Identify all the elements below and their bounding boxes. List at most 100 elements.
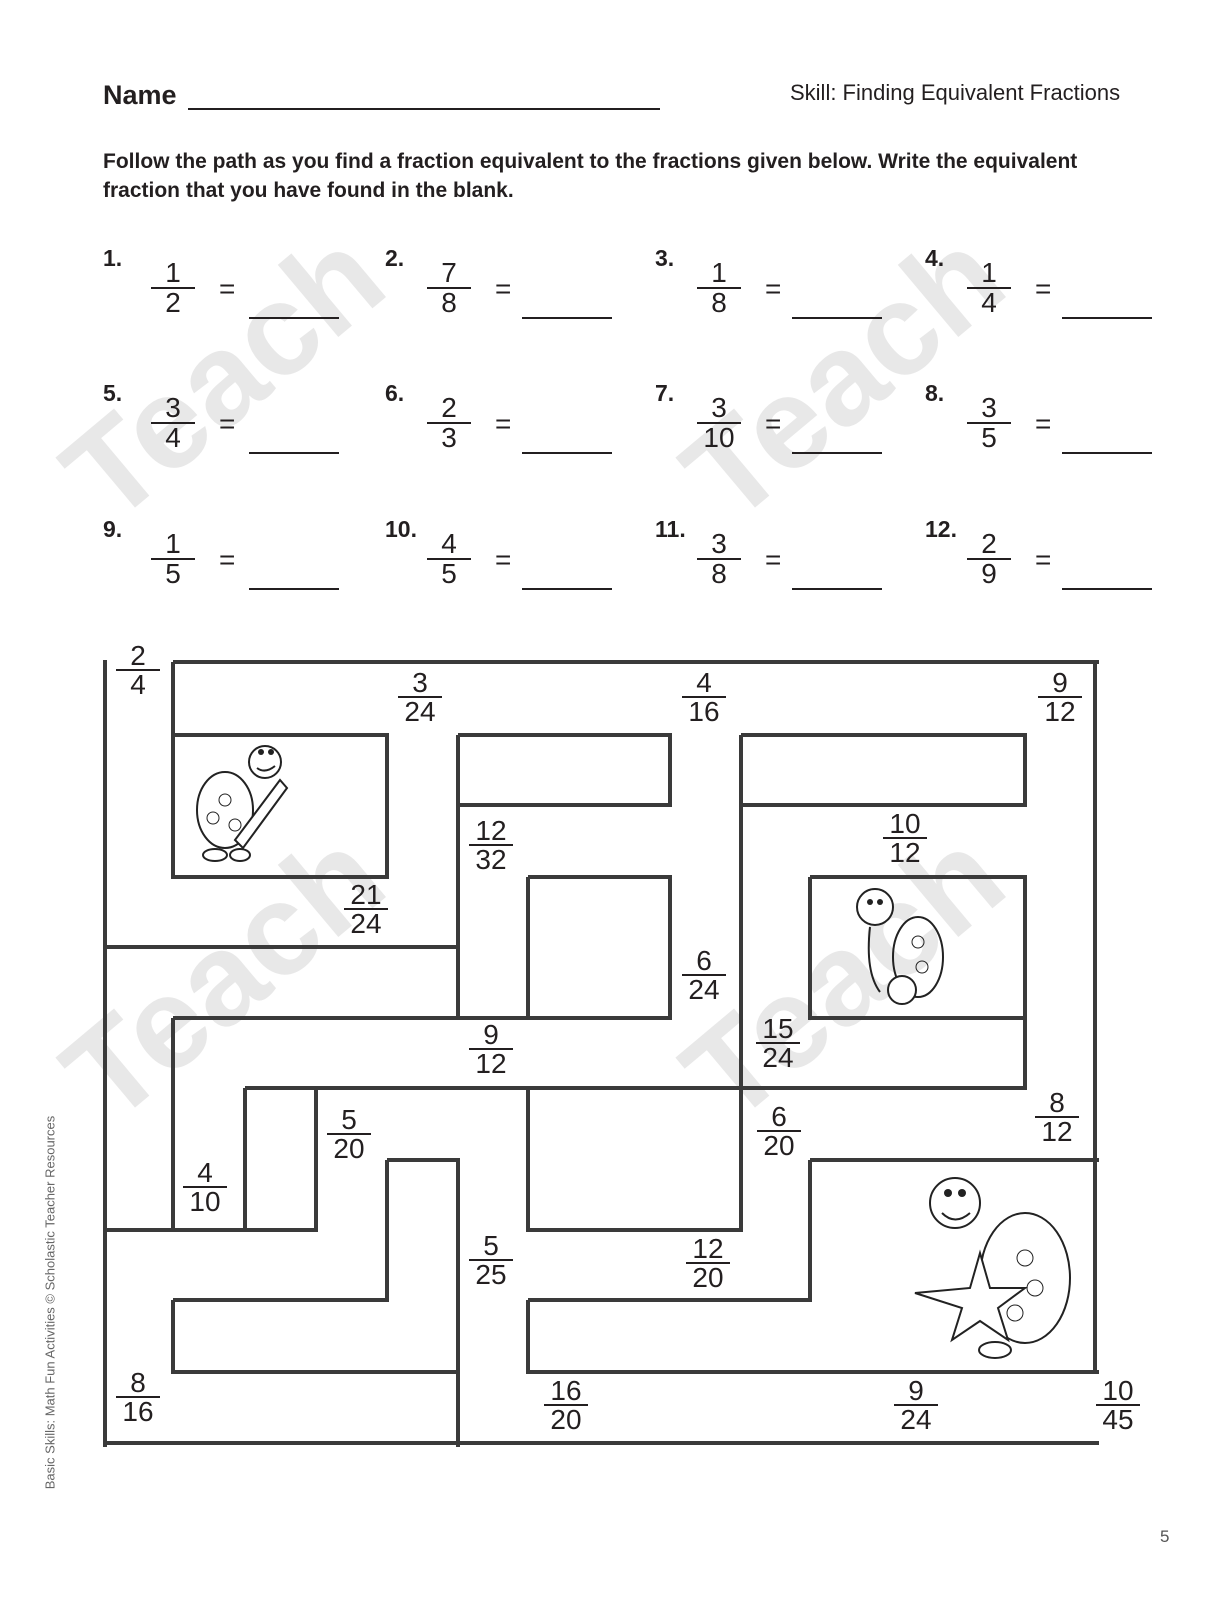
- maze-wall: [668, 877, 672, 1020]
- numerator: 9: [483, 1019, 499, 1050]
- fraction-bar: [427, 422, 471, 424]
- answer-blank[interactable]: [1062, 426, 1152, 454]
- problem-number: 4.: [925, 245, 945, 271]
- name-field[interactable]: [188, 108, 660, 110]
- instructions: Follow the path as you find a fraction e…: [103, 150, 1078, 202]
- denominator: 32: [475, 844, 507, 875]
- turtle-thinking-illustration: [856, 888, 944, 1005]
- answer-blank[interactable]: [1062, 562, 1152, 590]
- answer-blank[interactable]: [792, 562, 882, 590]
- numerator: 3: [711, 528, 727, 559]
- equals-sign: =: [495, 273, 512, 304]
- answer-blank[interactable]: [792, 426, 882, 454]
- answer-blank[interactable]: [249, 562, 339, 590]
- numerator: 1: [711, 257, 727, 288]
- maze-wall: [741, 733, 1027, 737]
- maze-wall: [105, 1441, 1099, 1445]
- answer-blank[interactable]: [522, 291, 612, 319]
- numerator: 10: [889, 808, 921, 839]
- maze-wall: [385, 1160, 389, 1302]
- fraction-bar: [344, 908, 388, 910]
- numerator: 4: [441, 528, 457, 559]
- denominator: 10: [189, 1186, 221, 1217]
- maze-wall: [1093, 662, 1097, 1374]
- denominator: 45: [1102, 1404, 1134, 1435]
- denominator: 12: [1044, 696, 1076, 727]
- denominator: 24: [404, 696, 436, 727]
- fraction-bar: [697, 558, 741, 560]
- numerator: 6: [771, 1101, 787, 1132]
- numerator: 2: [441, 392, 457, 423]
- numerator: 12: [692, 1233, 724, 1264]
- given-fraction: 3 10: [697, 392, 741, 452]
- given-fraction: 2 3: [427, 392, 471, 452]
- denominator: 25: [475, 1259, 507, 1290]
- numerator: 21: [350, 879, 382, 910]
- denominator: 24: [688, 974, 720, 1005]
- numerator: 1: [165, 257, 181, 288]
- answer-blank[interactable]: [522, 562, 612, 590]
- fraction-bar: [894, 1404, 938, 1406]
- numerator: 5: [483, 1230, 499, 1261]
- fraction-bar: [116, 1396, 160, 1398]
- given-fraction: 1 4: [967, 257, 1011, 317]
- given-fraction: 3 8: [697, 528, 741, 588]
- denominator: 2: [165, 287, 181, 318]
- denominator: 12: [889, 837, 921, 868]
- maze-wall: [173, 1298, 389, 1302]
- fraction-bar: [1096, 1404, 1140, 1406]
- answer-blank[interactable]: [522, 426, 612, 454]
- maze-wall: [105, 945, 460, 949]
- answer-blank[interactable]: [249, 291, 339, 319]
- maze-wall: [808, 1160, 812, 1302]
- given-fraction: 2 9: [967, 528, 1011, 588]
- turtle-pencil-illustration: [196, 745, 289, 862]
- equals-sign: =: [1035, 408, 1052, 439]
- maze-wall: [173, 733, 389, 737]
- problem-number: 12.: [925, 516, 957, 542]
- numerator: 2: [981, 528, 997, 559]
- maze-wall: [1023, 877, 1027, 1090]
- maze-wall: [171, 1018, 175, 1232]
- numerator: 9: [908, 1375, 924, 1406]
- denominator: 5: [165, 558, 181, 589]
- numerator: 15: [762, 1013, 794, 1044]
- equals-sign: =: [495, 408, 512, 439]
- maze-wall: [528, 1228, 743, 1232]
- numerator: 6: [696, 945, 712, 976]
- maze-wall: [173, 875, 389, 879]
- maze-wall: [526, 1300, 530, 1374]
- denominator: 24: [900, 1404, 932, 1435]
- numerator: 3: [711, 392, 727, 423]
- problem-number: 9.: [103, 516, 123, 542]
- given-fraction: 4 5: [427, 528, 471, 589]
- fraction-bar: [756, 1042, 800, 1044]
- numerator: 4: [197, 1157, 213, 1188]
- given-fraction: 3 5: [967, 394, 1011, 453]
- fraction-bar: [151, 422, 195, 424]
- answer-blank[interactable]: [1062, 291, 1152, 319]
- problem-number: 3.: [655, 245, 675, 271]
- watermark: Teach: [35, 201, 411, 549]
- numerator: 2: [130, 640, 146, 671]
- maze-wall: [385, 735, 389, 879]
- answer-blank[interactable]: [249, 426, 339, 454]
- fraction-bar: [398, 696, 442, 698]
- numerator: 4: [696, 667, 712, 698]
- fraction-bar: [427, 558, 471, 560]
- denominator: 5: [981, 422, 997, 453]
- fraction-bar: [757, 1130, 801, 1132]
- denominator: 5: [441, 558, 457, 589]
- denominator: 12: [1041, 1116, 1073, 1147]
- numerator: 1: [981, 257, 997, 288]
- fraction-bar: [1035, 1116, 1079, 1118]
- maze-wall: [458, 733, 672, 737]
- answer-blank[interactable]: [792, 291, 882, 319]
